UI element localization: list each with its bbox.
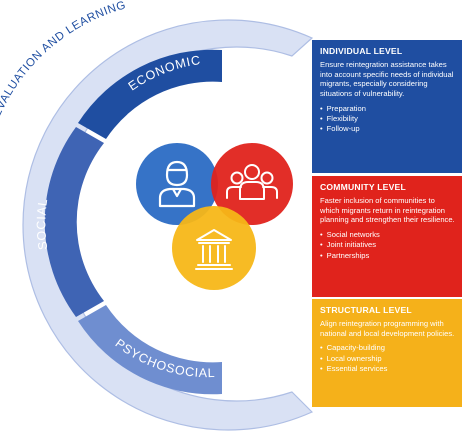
individual-level-list: Preparation Flexibility Follow-up	[320, 104, 455, 135]
structural-level-title: STRUCTURAL LEVEL	[320, 305, 412, 315]
list-item: Partnerships	[320, 251, 455, 261]
institution-circle	[172, 206, 256, 290]
structural-level-list: Capacity-building Local ownership Essent…	[320, 343, 455, 374]
community-circle	[211, 143, 293, 225]
list-item: Preparation	[320, 104, 455, 114]
community-level-list: Social networks Joint initiatives Partne…	[320, 230, 455, 261]
individual-level-panel: INDIVIDUAL LEVEL Ensure reintegration as…	[312, 40, 462, 173]
community-level-panel: COMMUNITY LEVEL Faster inclusion of comm…	[312, 176, 462, 297]
structural-level-text: Align reintegration programming with nat…	[320, 319, 455, 338]
community-group-icon	[226, 164, 278, 200]
social-label: SOCIAL	[34, 197, 49, 251]
list-item: Essential services	[320, 364, 455, 374]
list-item: Capacity-building	[320, 343, 455, 353]
segment-psychosocial	[78, 305, 222, 395]
individual-person-icon	[158, 160, 196, 208]
list-item: Follow-up	[320, 124, 455, 134]
institution-building-icon	[195, 229, 233, 270]
list-item: Joint initiatives	[320, 240, 455, 250]
segment-social	[44, 127, 104, 317]
structural-level-panel: STRUCTURAL LEVEL Align reintegration pro…	[312, 299, 462, 407]
list-item: Local ownership	[320, 354, 455, 364]
individual-level-title: INDIVIDUAL LEVEL	[320, 46, 403, 56]
community-level-title: COMMUNITY LEVEL	[320, 182, 406, 192]
svg-text:SOCIAL: SOCIAL	[34, 197, 50, 251]
community-level-text: Faster inclusion of communities to which…	[320, 196, 455, 225]
list-item: Social networks	[320, 230, 455, 240]
segment-economic	[78, 49, 222, 139]
individual-level-text: Ensure reintegration assistance takes in…	[320, 60, 454, 99]
list-item: Flexibility	[320, 114, 455, 124]
